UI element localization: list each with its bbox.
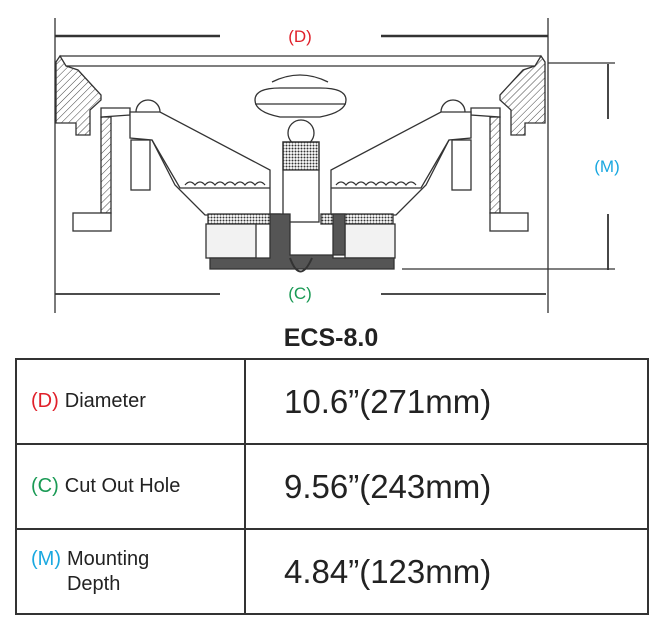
spec-value: 4.84”(123mm) [244, 528, 649, 615]
left-spider [184, 181, 266, 187]
cutout-dimension-label: (C) [288, 284, 312, 303]
spec-value: 9.56”(243mm) [244, 443, 649, 530]
tweeter [254, 87, 347, 118]
left-cone [129, 111, 271, 216]
tweeter-post [282, 141, 320, 223]
spec-table: (D)Diameter 10.6”(271mm) (C)Cut Out Hole… [15, 358, 649, 615]
spec-label-cell: (D)Diameter [15, 358, 246, 445]
left-flange [55, 54, 102, 136]
right-flange [499, 54, 546, 136]
spec-code: (D) [31, 390, 59, 412]
spec-code: (M) [31, 547, 61, 570]
left-mount-post [100, 116, 112, 214]
lead-wire [289, 257, 313, 273]
table-row: (D)Diameter 10.6”(271mm) [15, 358, 649, 445]
model-title: ECS-8.0 [283, 324, 379, 352]
rotation-arc-icon [271, 74, 329, 83]
speaker-cross-section-diagram [54, 18, 615, 313]
spec-code: (C) [31, 475, 59, 497]
diameter-dimension-label: (D) [288, 27, 312, 46]
motor-plate [209, 213, 395, 270]
spec-value: 10.6”(271mm) [244, 358, 649, 445]
spec-label-cell: (C)Cut Out Hole [15, 443, 246, 530]
left-magnet [205, 223, 257, 259]
mounting-depth-dimension-label: (M) [594, 157, 620, 176]
spec-label-line1: Mounting [66, 547, 150, 570]
left-mount-foot [72, 212, 112, 232]
spec-label: Cut Out Hole [64, 475, 181, 497]
right-spider [335, 181, 417, 187]
left-surround [135, 99, 161, 113]
right-mount-post [489, 116, 501, 214]
table-row: (C)Cut Out Hole 9.56”(243mm) [15, 443, 649, 530]
left-basket-leg [130, 139, 151, 191]
right-basket-leg [451, 139, 472, 191]
right-mount-foot [489, 212, 529, 232]
spec-label: Diameter [64, 390, 146, 412]
right-magnet [344, 223, 396, 259]
right-surround [440, 99, 466, 113]
spec-label-line2: Depth [66, 572, 121, 595]
right-cone [330, 111, 472, 216]
